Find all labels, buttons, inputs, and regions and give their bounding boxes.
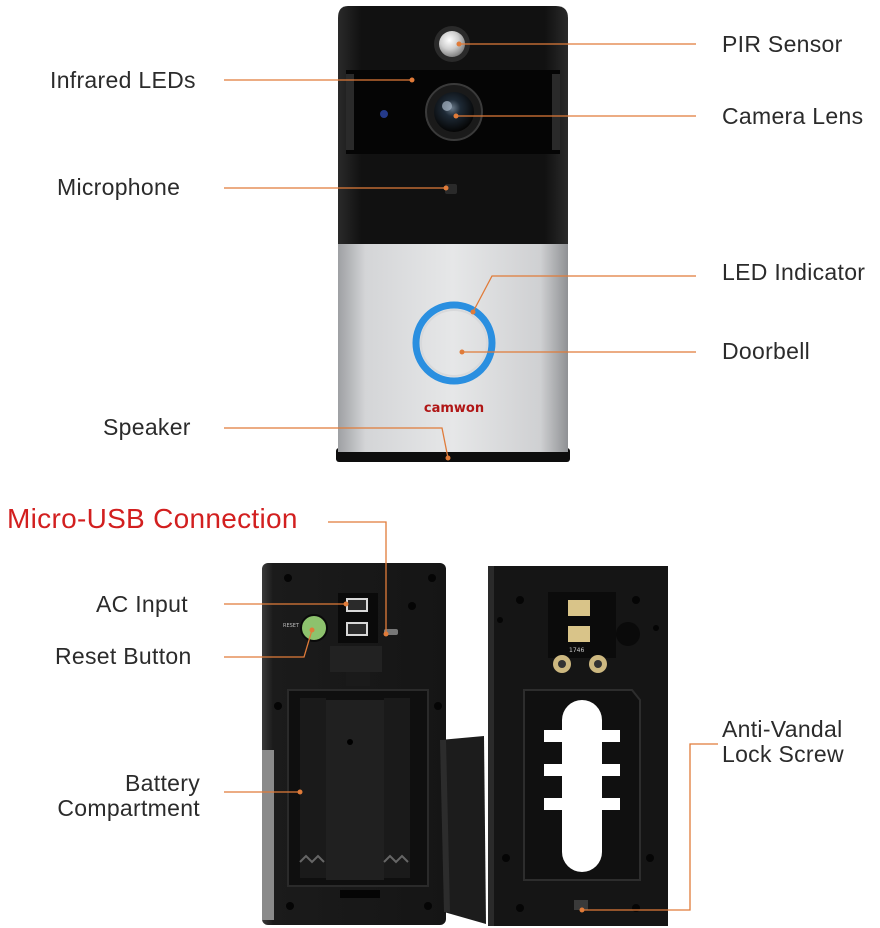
reset-tag-text: RESET — [283, 623, 300, 629]
label-led-indicator: LED Indicator — [722, 259, 866, 285]
leader-led — [472, 275, 696, 313]
brand-logo: camwon — [424, 401, 484, 416]
doorbell-front-unit — [336, 6, 570, 462]
leader-usb — [328, 521, 387, 634]
label-camera-lens: Camera Lens — [722, 103, 864, 129]
label-lock-line1: Anti-Vandal — [722, 716, 843, 742]
leader-lock — [582, 743, 718, 911]
label-doorbell: Doorbell — [722, 338, 811, 364]
label-infrared-leds: Infrared LEDs — [50, 67, 196, 93]
label-battery-compartment: Battery Compartment — [30, 771, 200, 821]
doorbell-back-unit — [262, 563, 446, 925]
leader-lines — [224, 43, 718, 911]
leader-dots — [297, 41, 585, 913]
label-ac-input: AC Input — [96, 591, 188, 617]
battery-door — [440, 736, 486, 924]
leader-speaker — [224, 427, 449, 459]
label-micro-usb-connection: Micro-USB Connection — [7, 503, 298, 534]
label-reset-button: Reset Button — [55, 643, 192, 669]
label-battery-line1: Battery — [125, 770, 200, 796]
label-microphone: Microphone — [57, 174, 181, 200]
plate-code-text: 1746 — [569, 647, 584, 654]
label-battery-line2: Compartment — [57, 794, 200, 821]
mounting-plate — [488, 566, 668, 926]
label-pir-sensor: PIR Sensor — [722, 31, 843, 57]
leader-reset — [224, 629, 313, 658]
label-lock-line2: Lock Screw — [722, 740, 844, 767]
label-speaker: Speaker — [103, 414, 191, 440]
label-anti-vandal-lock-screw: Anti-Vandal Lock Screw — [722, 717, 844, 767]
